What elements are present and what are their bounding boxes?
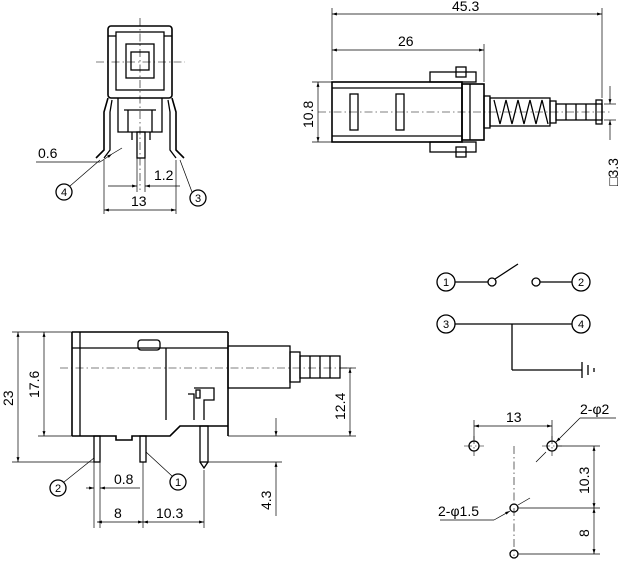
dim-vert-b-label: 8 (576, 529, 592, 537)
dim-pin-width-label: 0.8 (114, 471, 134, 487)
dim-pin-length-label: 4.3 (258, 490, 274, 510)
side-view-dimensions: 45.3 26 10.8 □3.3 (300, 0, 621, 186)
dim-hole-small-label: 2-φ1.5 (438, 503, 479, 519)
dim-overall-length-label: 45.3 (452, 0, 479, 14)
schematic-terminal-4 (571, 314, 591, 334)
side-view (318, 66, 612, 158)
dim-pin-offset-label: 1.2 (154, 167, 174, 183)
pcb-hole-layout: 13 2-φ2 2-φ1.5 10.3 8 (438, 401, 616, 559)
top-view-dimensions: 0.6 1.2 13 4 3 (36, 145, 207, 214)
dim-overall-height-label: 23 (0, 390, 16, 406)
dim-shaft-square-label: □3.3 (605, 158, 621, 186)
terminal-1-callout (169, 473, 187, 491)
front-view-dimensions: 23 17.6 12.4 4.3 0.8 8 10.3 2 1 (0, 331, 356, 528)
dim-body-height-label: 17.6 (26, 371, 42, 398)
front-view (60, 331, 352, 470)
schematic-terminal-2-number: 2 (578, 277, 584, 289)
dim-height-label: 10.8 (300, 101, 316, 128)
dim-vert-a-label: 10.3 (576, 467, 592, 494)
terminal-2-number: 2 (55, 483, 61, 495)
terminal-2-callout (49, 479, 67, 497)
dim-hole-spacing-label: 13 (506, 409, 522, 425)
schematic-terminal-3-number: 3 (443, 319, 449, 331)
dim-shaft-height-label: 12.4 (332, 393, 348, 420)
terminal-4-number: 4 (61, 187, 67, 199)
terminal-3-number: 3 (195, 193, 201, 205)
top-view (95, 18, 185, 190)
dim-pin-pitch-a-label: 8 (114, 505, 122, 521)
terminal-4-callout (55, 183, 73, 201)
schematic-terminal-4-number: 4 (578, 319, 584, 331)
dim-pin-pitch-b-label: 10.3 (156, 505, 183, 521)
dim-thickness-label: 0.6 (38, 145, 58, 161)
schematic-terminal-2 (571, 272, 591, 292)
dim-hole-large-label: 2-φ2 (580, 401, 610, 417)
schematic-terminal-1-number: 1 (443, 277, 449, 289)
terminal-3-callout (189, 189, 207, 207)
dim-body-length-label: 26 (398, 33, 414, 49)
terminal-1-number: 1 (175, 477, 181, 489)
dim-width-label: 13 (131, 193, 147, 209)
switch-schematic: 1 2 3 4 (436, 263, 595, 378)
